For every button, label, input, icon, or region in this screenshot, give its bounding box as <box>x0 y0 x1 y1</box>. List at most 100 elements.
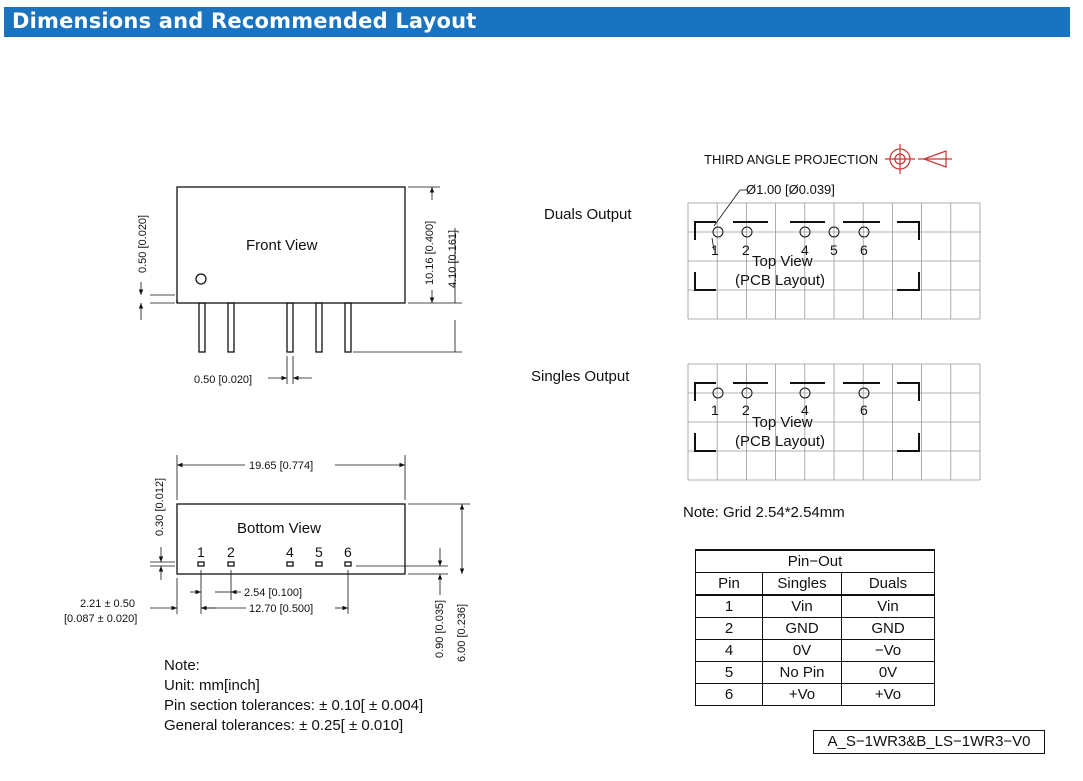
duals-pin-1: 1 <box>711 242 719 258</box>
bottom-dim-span: 12.70 [0.500] <box>249 603 313 615</box>
pin-pad <box>286 561 294 567</box>
pinout-header: Pin <box>695 572 763 596</box>
pcb-hole <box>858 387 870 399</box>
singles-holes <box>712 387 870 399</box>
duals-outline <box>694 221 920 291</box>
page-title: Dimensions and Recommended Layout <box>12 9 477 33</box>
pin-pad <box>197 561 205 567</box>
singles-grid <box>687 363 981 481</box>
pin-lead <box>315 302 323 353</box>
front-dim-pin: 4.10 [0.161] <box>447 230 459 288</box>
pinout-cell: 6 <box>695 683 763 706</box>
bottom-dim-pitch: 2.54 [0.100] <box>244 587 302 599</box>
front-dim-pin-width: 0.50 [0.020] <box>194 374 252 386</box>
hole-diameter: Ø1.00 [Ø0.039] <box>746 182 835 197</box>
duals-grid <box>687 202 981 320</box>
pinout-cell: GND <box>841 617 935 640</box>
duals-pin-6: 6 <box>860 242 868 258</box>
notes-title: Note: <box>164 657 200 674</box>
pinout-cell: 2 <box>695 617 763 640</box>
pcb-hole <box>799 226 811 238</box>
projection-symbol <box>885 144 952 174</box>
table-row: 2 GND GND <box>695 617 935 640</box>
bottom-view <box>150 455 470 614</box>
singles-pin-1: 1 <box>711 402 719 418</box>
singles-outline <box>694 382 920 452</box>
singles-view-subtitle: (PCB Layout) <box>735 433 825 450</box>
pinout-header: Singles <box>762 572 842 596</box>
document-code: A_S−1WR3&B_LS−1WR3−V0 <box>813 730 1045 754</box>
pcb-hole <box>799 387 811 399</box>
front-dim-left: 0.50 [0.020] <box>137 215 149 273</box>
duals-pin-2: 2 <box>742 242 750 258</box>
pinout-cell: 5 <box>695 661 763 684</box>
pcb-hole <box>741 226 753 238</box>
duals-holes <box>711 189 870 251</box>
pin-lead <box>286 302 294 353</box>
page-header: Dimensions and Recommended Layout <box>4 7 1070 37</box>
pin-pad <box>227 561 235 567</box>
singles-pin-2: 2 <box>742 402 750 418</box>
duals-pin-4: 4 <box>801 242 809 258</box>
bottom-pin-1: 1 <box>197 544 205 560</box>
notes-line: General tolerances: ± 0.25[ ± 0.010] <box>164 717 403 734</box>
pin1-marker <box>195 273 207 285</box>
pinout-table: Pin−Out Pin Singles Duals 1 Vin Vin 2 GN… <box>695 549 935 706</box>
pin-pad <box>344 561 352 567</box>
pcb-hole <box>741 387 753 399</box>
duals-label: Duals Output <box>544 206 632 223</box>
pin-lead <box>198 302 206 353</box>
pinout-cell: Vin <box>762 594 842 618</box>
projection-label: THIRD ANGLE PROJECTION <box>704 152 878 167</box>
singles-pin-6: 6 <box>860 402 868 418</box>
front-dim-height: 10.16 [0.400] <box>424 221 436 285</box>
pinout-cell: −Vo <box>841 639 935 662</box>
pcb-hole <box>712 387 724 399</box>
pcb-hole <box>858 226 870 238</box>
notes-line: Pin section tolerances: ± 0.10[ ± 0.004] <box>164 697 423 714</box>
pin-lead <box>227 302 235 353</box>
duals-view-subtitle: (PCB Layout) <box>735 272 825 289</box>
bottom-view-title: Bottom View <box>237 520 321 537</box>
bottom-pin-6: 6 <box>344 544 352 560</box>
pinout-cell: 0V <box>841 661 935 684</box>
pinout-cell: Vin <box>841 594 935 618</box>
pinout-cell: +Vo <box>841 683 935 706</box>
bottom-dim-length: 19.65 [0.774] <box>249 460 313 472</box>
bottom-dim-top: 0.30 [0.012] <box>154 478 166 536</box>
singles-pin-4: 4 <box>801 402 809 418</box>
pinout-header: Duals <box>841 572 935 596</box>
bottom-pin-4: 4 <box>286 544 294 560</box>
duals-view-title: Top View <box>752 253 813 270</box>
pinout-cell: 4 <box>695 639 763 662</box>
table-row: 6 +Vo +Vo <box>695 683 935 706</box>
singles-view-title: Top View <box>752 414 813 431</box>
pinout-title: Pin−Out <box>695 549 935 573</box>
bottom-pin-2: 2 <box>227 544 235 560</box>
pcb-hole <box>712 226 724 238</box>
bottom-body <box>176 503 406 575</box>
pinout-cell: 1 <box>695 594 763 618</box>
pinout-cell: GND <box>762 617 842 640</box>
singles-label: Singles Output <box>531 368 630 385</box>
table-row: 5 No Pin 0V <box>695 661 935 684</box>
grid-note: Note: Grid 2.54*2.54mm <box>683 504 845 521</box>
bottom-pin-5: 5 <box>315 544 323 560</box>
front-view-title: Front View <box>246 237 318 254</box>
notes-line: Unit: mm[inch] <box>164 677 260 694</box>
bottom-dim-offset-2: [0.087 ± 0.020] <box>64 613 137 625</box>
bottom-dim-offset-1: 2.21 ± 0.50 <box>80 598 135 610</box>
bottom-dim-bottom-1: 0.90 [0.035] <box>434 600 446 658</box>
duals-pin-5: 5 <box>830 242 838 258</box>
pinout-cell: No Pin <box>762 661 842 684</box>
pinout-cell: 0V <box>762 639 842 662</box>
front-view <box>138 186 462 384</box>
pin-pad <box>315 561 323 567</box>
table-row: 4 0V −Vo <box>695 639 935 662</box>
pin-lead <box>344 302 352 353</box>
table-row: 1 Vin Vin <box>695 594 935 618</box>
bottom-dim-bottom-2: 6.00 [0.236] <box>456 604 468 662</box>
pinout-cell: +Vo <box>762 683 842 706</box>
pcb-hole <box>828 226 840 238</box>
